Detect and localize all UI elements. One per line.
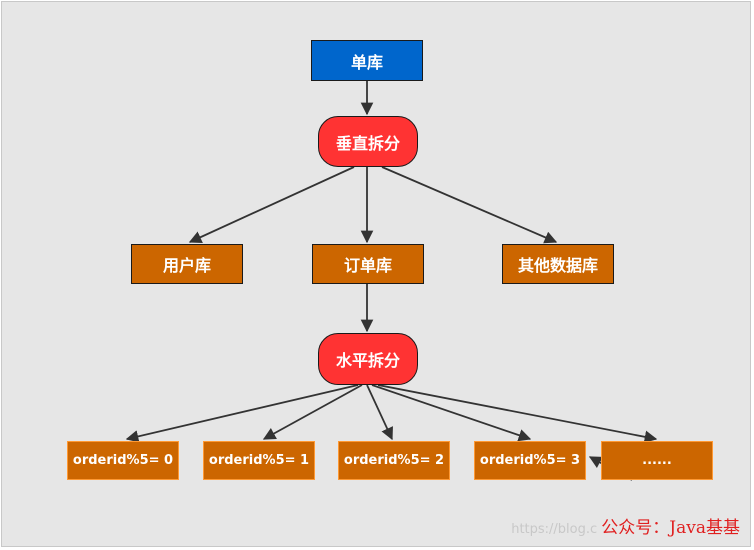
watermark-brand: 公众号：Java基基 (601, 518, 740, 538)
node-order-db: 订单库 (312, 244, 424, 284)
node-single-db: 单库 (311, 40, 423, 81)
edge-horizontal-to-shard-1 (262, 384, 363, 440)
edge-vertical-to-user-db (188, 166, 355, 244)
watermark: https://blog.c 公众号：Java基基 (511, 513, 740, 538)
watermark-url: https://blog.c (511, 522, 598, 537)
node-shard-2: orderid%5= 2 (338, 441, 450, 480)
node-other-db: 其他数据库 (502, 244, 614, 284)
node-shard-1: orderid%5= 1 (203, 441, 315, 480)
edge-horizontal-to-shard-more (377, 384, 658, 444)
node-shard-3: orderid%5= 3 (474, 441, 586, 480)
edge-horizontal-to-shard-3 (371, 384, 532, 442)
node-shard-0: orderid%5= 0 (67, 441, 179, 480)
node-horizontal-split: 水平拆分 (318, 333, 418, 385)
node-shard-more: ...... (601, 441, 713, 480)
edge-horizontal-to-shard-2 (366, 384, 393, 441)
node-vertical-split: 垂直拆分 (318, 116, 418, 167)
edge-horizontal-to-shard-0 (125, 384, 359, 443)
node-user-db: 用户库 (131, 244, 243, 284)
edge-vertical-to-other-db (381, 166, 558, 244)
